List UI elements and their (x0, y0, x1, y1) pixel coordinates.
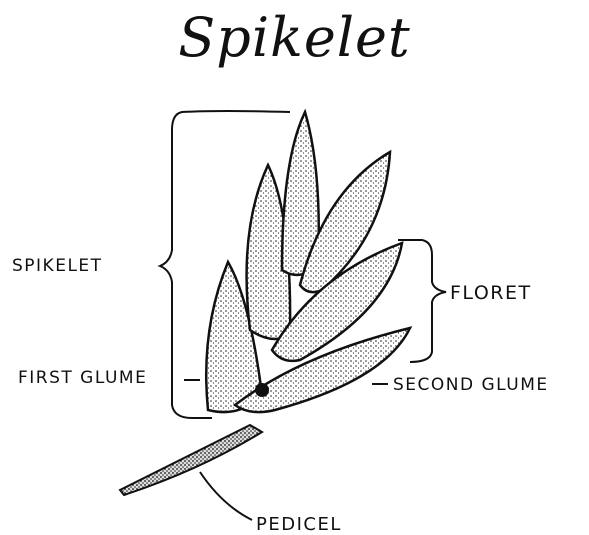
label-first-glume: FIRST GLUME (18, 368, 147, 388)
rachilla-node (255, 383, 269, 397)
pedicel-pointer (200, 472, 252, 520)
label-floret: FLORET (450, 282, 532, 304)
label-second-glume: SECOND GLUME (393, 375, 549, 395)
floret-bracket (398, 240, 446, 362)
label-pedicel: PEDICEL (256, 514, 342, 535)
pedicel-stalk (120, 425, 262, 495)
label-spikelet: SPIKELET (12, 256, 103, 276)
